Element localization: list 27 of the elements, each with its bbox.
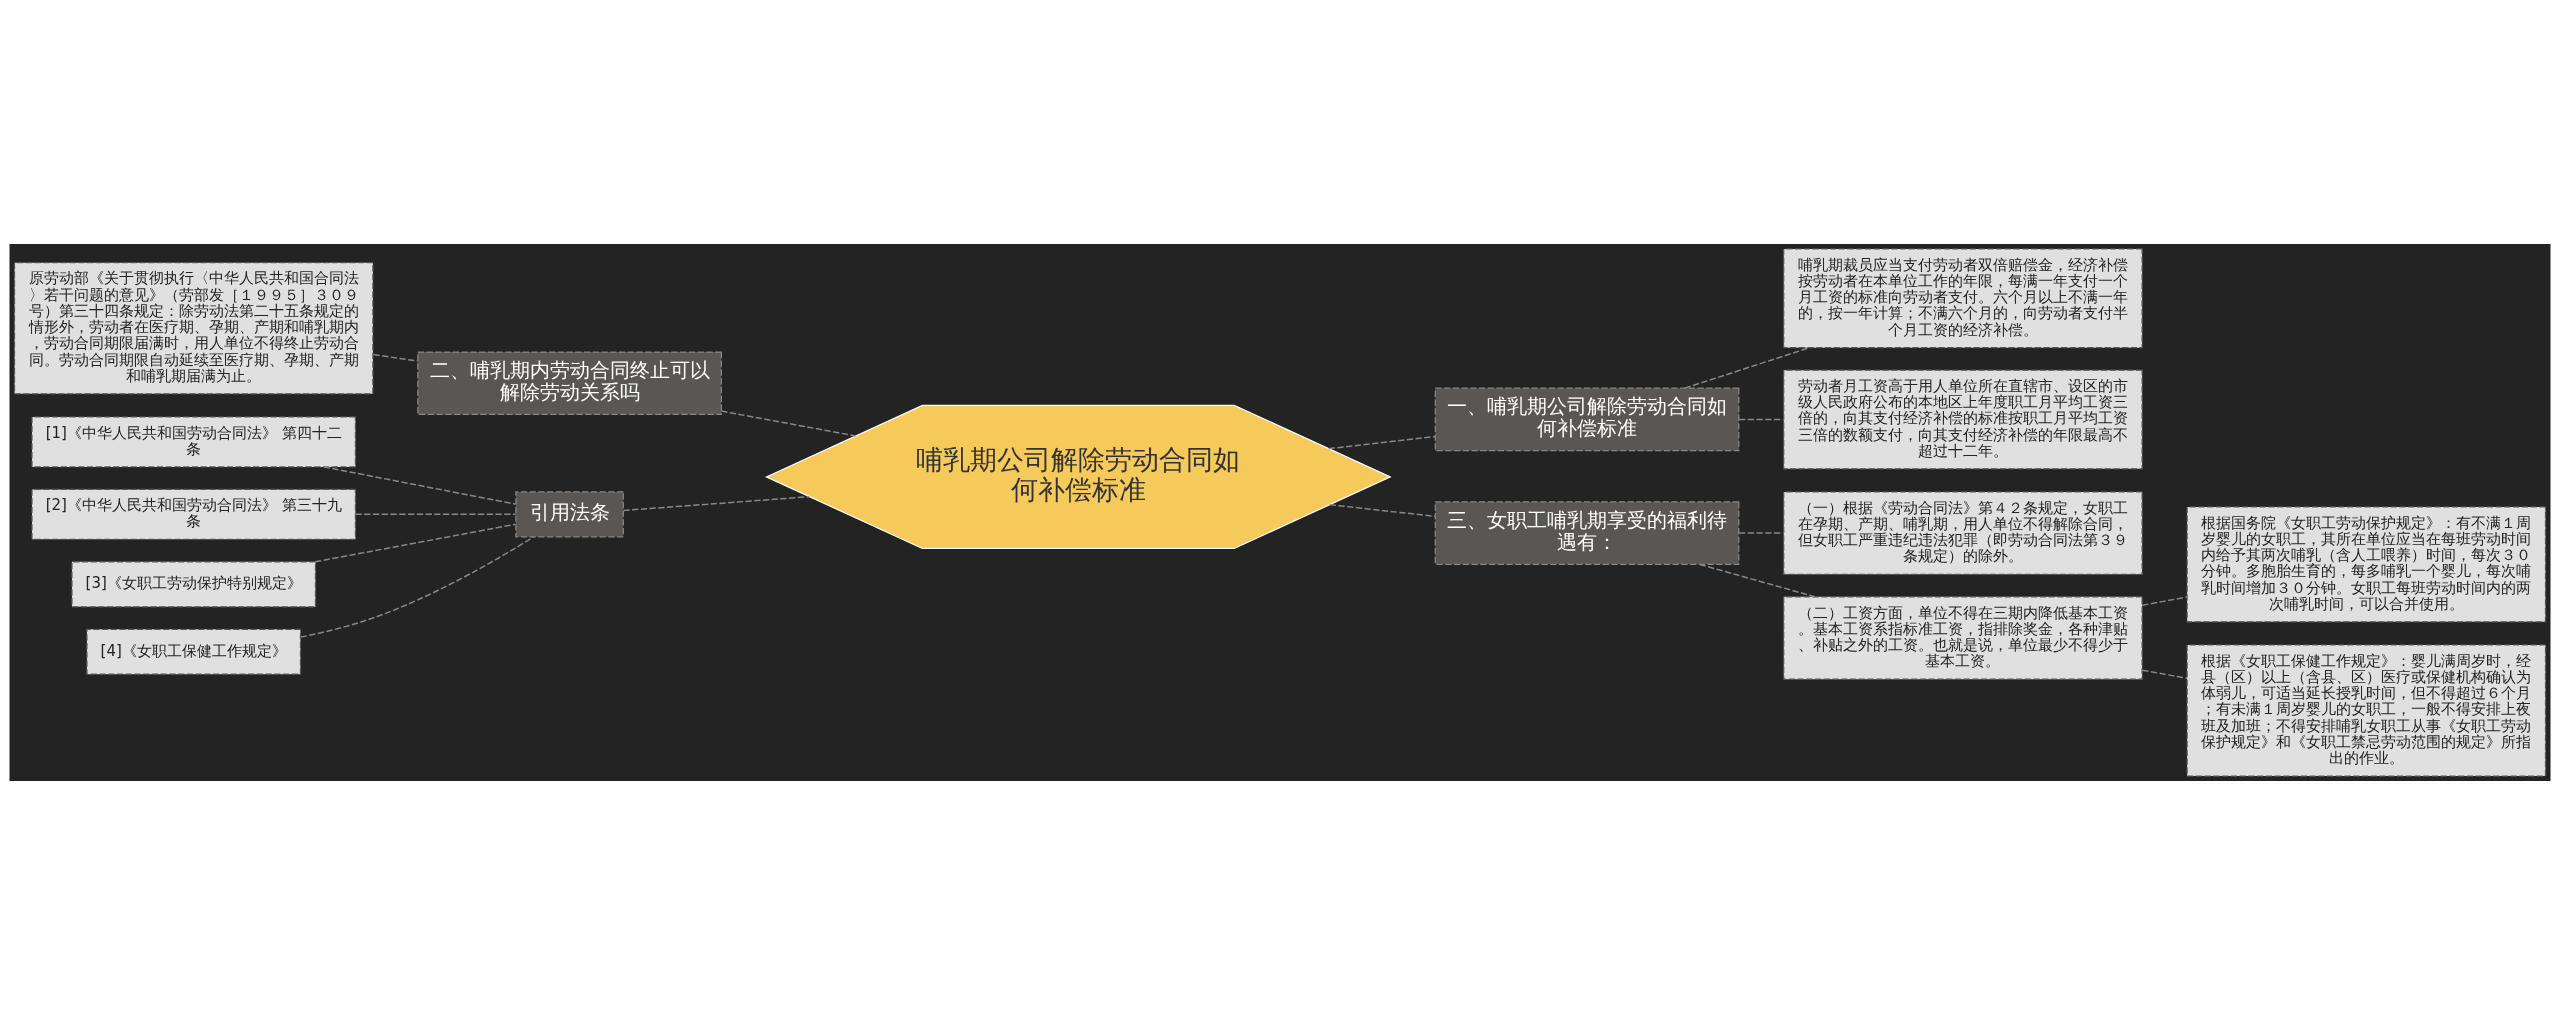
connector xyxy=(1327,435,1436,450)
connector xyxy=(1328,503,1436,518)
connector xyxy=(1699,563,1816,598)
node-box: [2]《中华人民共和国劳动合同法》 第三十九条 xyxy=(31,488,357,540)
connector xyxy=(2141,669,2188,680)
node-box: 引用法条 xyxy=(515,491,624,538)
node-box: [3]《女职工劳动保护特别规定》 xyxy=(71,561,317,608)
node-box: 二、哺乳期内劳动合同终止可以解除劳动关系吗 xyxy=(417,351,722,416)
connector xyxy=(314,523,517,563)
node-box: （一）根据《劳动合同法》第４２条规定，女职工在孕期、产期、哺乳期，用人单位不得解除合同，但女职工严重违纪违法犯罪（即劳动合同法第３９条规定）的除外。 xyxy=(1783,491,2143,575)
node-box: 一、哺乳期公司解除劳动合同如何补偿标准 xyxy=(1434,387,1740,452)
connector xyxy=(372,353,419,362)
node-box: [1]《中华人民共和国劳动合同法》 第四十二条 xyxy=(31,416,357,468)
node-box: 根据《女职工保健工作规定》：婴儿满周岁时，经县（区）以上（含县、区）医疗或保健机构确认为体弱儿，可适当延长授乳时间，但不得超过６个月；有未满１周岁婴儿的女职工，一般不得安排上夜班及加班；不得安排哺乳女职工从事《女职工劳动保护规定》和《女职工禁忌劳动范围的规定》所指出的作业。 xyxy=(2186,644,2547,777)
connector xyxy=(300,536,535,638)
connector xyxy=(622,496,810,512)
connector xyxy=(354,513,517,516)
connector xyxy=(720,410,857,437)
node-box: 原劳动部《关于贯彻执行〈中华人民共和国合同法〉若干问题的意见》（劳部发［１９９５］３０９号）第三十四条规定：除劳动法第二十五条规定的情形外，劳动者在医疗期、孕期、产期和哺乳期内，劳动合同期限届满时，用人单位不得终止劳动合同。劳动合同期限自动延续至医疗期、孕期、产期和哺乳期届满为止。 xyxy=(13,262,374,395)
node-box: （二）工资方面，单位不得在三期内降低基本工资。基本工资系指标准工资，指排除奖金，各种津贴、补贴之外的工资。也就是说，单位最少不得少于基本工资。 xyxy=(1783,596,2143,680)
node-box: 劳动者月工资高于用人单位所在直辖市、设区的市级人民政府公布的本地区上年度职工月平均工资三倍的，向其支付经济补偿的标准按职工月平均工资三倍的数额支付，向其支付经济补偿的年限最高不超过十二年。 xyxy=(1783,369,2143,470)
connector xyxy=(323,466,517,505)
node-box: 三、女职工哺乳期享受的福利待遇有： xyxy=(1434,501,1740,565)
connector xyxy=(2141,596,2188,606)
node-box: 根据国务院《女职工劳动保护规定》：有不满１周岁婴儿的女职工，其所在单位应当在每班劳动时间内给予其两次哺乳（含人工喂养）时间，每次３０分钟。多胞胎生育的，每多哺乳一个婴儿，每次哺乳时间增加３０分钟。女职工每班劳动时间内的两次哺乳时间，可以合并使用。 xyxy=(2186,506,2547,623)
node-box: [4]《女职工保健工作规定》 xyxy=(86,628,302,675)
node-box: 哺乳期裁员应当支付劳动者双倍赔偿金，经济补偿按劳动者在本单位工作的年限，每满一年支付一个月工资的标准向劳动者支付。六个月以上不满一年的，按一年计算；不满六个月的，向劳动者支付半个月工资的经济补偿。 xyxy=(1783,248,2143,349)
